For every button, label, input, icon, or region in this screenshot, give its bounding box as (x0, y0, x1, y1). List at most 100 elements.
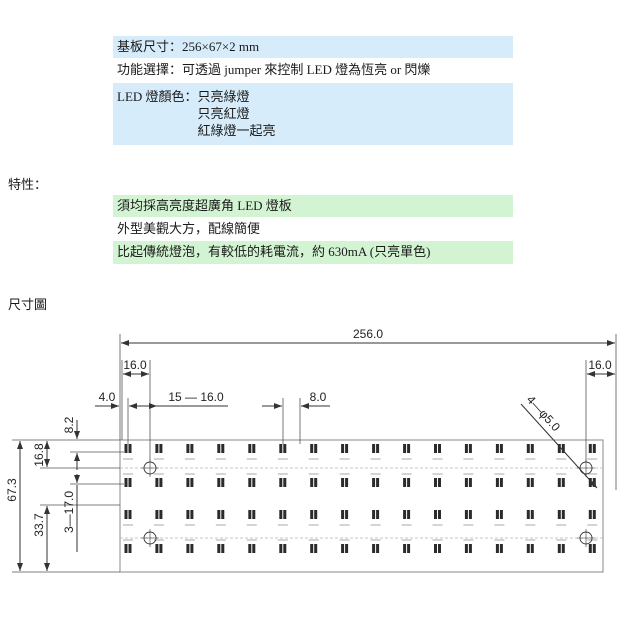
led-footprint (186, 544, 194, 553)
features-heading: 特性： (8, 177, 48, 192)
board-outline (119, 439, 604, 573)
led-footprint (124, 544, 132, 553)
spec-led-color-option: 只亮綠燈 (197, 89, 250, 104)
led-footprint (279, 510, 287, 519)
led-footprint (526, 544, 534, 553)
led-footprint (588, 544, 596, 553)
mounting-hole (141, 529, 159, 547)
led-footprint (341, 544, 349, 553)
led-footprint (403, 544, 411, 553)
spec-led-color-option: 只亮紅燈 (197, 106, 250, 121)
dim-half-height-label: 33.7 (32, 513, 46, 537)
led-footprint (557, 478, 565, 487)
dim-overall-width: 256.0 (119, 327, 617, 490)
led-footprint (217, 444, 225, 453)
led-footprint (495, 510, 503, 519)
led-footprint (279, 544, 287, 553)
led-footprint (124, 510, 132, 519)
led-footprint (403, 478, 411, 487)
led-footprint (186, 478, 194, 487)
dim-row-pitch: 3—17.0 (62, 474, 124, 552)
led-footprint (434, 510, 441, 519)
led-footprint (526, 478, 534, 487)
dim-left-hole-offset-label: 16.0 (123, 358, 147, 372)
spec-led-color-option: 紅綠燈一起亮 (197, 123, 276, 138)
led-footprint (186, 444, 194, 453)
dim-left-hole-offset: 16.0 (121, 358, 151, 462)
led-footprint (464, 510, 472, 519)
dim-column-gap: 8.0 (262, 390, 330, 444)
mounting-hole (577, 529, 595, 547)
dim-hole-vertical-offset: 16.8 (32, 441, 120, 469)
led-footprint (495, 544, 503, 553)
led-footprint (495, 444, 503, 453)
led-footprint (526, 444, 534, 453)
led-footprint (155, 510, 163, 519)
led-footprint (434, 444, 441, 453)
led-footprint (464, 478, 472, 487)
dim-overall-width-label: 256.0 (353, 327, 383, 341)
hole-center-lines (120, 467, 603, 539)
dim-top-offset-label: 8.2 (62, 416, 76, 433)
led-footprint (279, 478, 287, 487)
dim-row-pitch-label: 3—17.0 (62, 491, 76, 533)
led-footprint (557, 544, 565, 553)
dim-hole-vertical-offset-label: 16.8 (32, 443, 46, 467)
led-footprint (464, 444, 472, 453)
led-footprint (124, 478, 132, 487)
led-footprint (248, 510, 256, 519)
dim-top-offset: 8.2 (62, 416, 124, 470)
dim-overall-height-label: 67.3 (5, 478, 19, 502)
led-grid (123, 444, 598, 553)
dim-right-hole-offset-label: 16.0 (588, 358, 612, 372)
led-footprint (372, 544, 380, 553)
led-footprint (341, 478, 349, 487)
led-footprint (557, 444, 565, 453)
led-footprint (403, 510, 411, 519)
led-footprint (248, 444, 256, 453)
led-footprint (372, 444, 380, 453)
board-drawing: 256.0 16.0 16.0 4.0 15 — 16.0 8.0 4—φ5.0 (5, 327, 617, 573)
led-footprint (310, 510, 318, 519)
spec-board-size: 基板尺寸：256×67×2 mm (113, 36, 513, 58)
led-footprint (341, 510, 349, 519)
feature-item: 須均採高亮度超廣角 LED 燈板 (113, 195, 513, 217)
dim-half-height: 33.7 (32, 504, 120, 571)
led-footprint (279, 444, 287, 453)
led-footprint (186, 510, 194, 519)
dim-edge-offset: 4.0 (95, 390, 129, 444)
led-footprint (341, 444, 349, 453)
led-footprint (310, 544, 318, 553)
led-footprint (124, 444, 132, 453)
led-footprint (310, 478, 318, 487)
led-footprint (557, 510, 565, 519)
spec-led-color-label: LED 燈顏色： (117, 89, 198, 104)
dim-column-pitch: 15 — 16.0 (129, 390, 228, 409)
led-footprint (155, 478, 163, 487)
led-footprint (155, 444, 163, 453)
led-footprint (434, 478, 441, 487)
led-footprint (464, 544, 472, 553)
led-footprint (217, 544, 225, 553)
dim-column-pitch-label: 15 — 16.0 (168, 390, 224, 404)
dim-right-hole-offset: 16.0 (585, 358, 615, 462)
led-footprint (495, 478, 503, 487)
led-footprint (372, 478, 380, 487)
led-footprint (310, 444, 318, 453)
spec-led-color: LED 燈顏色： 只亮綠燈 只亮紅燈 紅綠燈一起亮 (113, 83, 513, 145)
led-footprint (588, 444, 596, 453)
led-footprint (372, 510, 380, 519)
led-footprint (248, 544, 256, 553)
led-footprint (155, 544, 163, 553)
dim-column-gap-label: 8.0 (310, 390, 327, 404)
led-footprint (248, 478, 256, 487)
drawing-heading: 尺寸圖 (8, 297, 48, 312)
spec-led-color-options: 只亮綠燈 只亮紅燈 紅綠燈一起亮 (198, 88, 276, 145)
spec-function: 功能選擇：可透過 jumper 來控制 LED 燈為恆亮 or 閃爍 (113, 59, 513, 81)
led-footprint (217, 510, 225, 519)
dim-overall-height: 67.3 (5, 439, 120, 573)
dim-edge-offset-label: 4.0 (99, 390, 116, 404)
feature-item: 外型美觀大方，配線簡便 (113, 218, 513, 240)
led-footprint (217, 478, 225, 487)
led-footprint (403, 444, 411, 453)
